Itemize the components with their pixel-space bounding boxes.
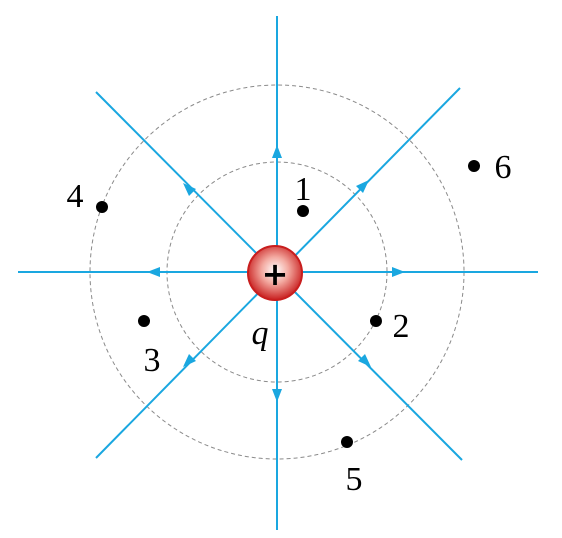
point-5-label: 5: [346, 461, 363, 498]
arrow-down-right-icon: [358, 354, 371, 367]
arrow-up-icon: [272, 145, 282, 158]
arrow-down-icon: [272, 389, 282, 402]
point-3-label: 3: [144, 342, 161, 379]
points: 1 2 3 4 5 6: [67, 149, 512, 498]
point-6-label: 6: [495, 149, 512, 186]
arrow-right-icon: [392, 267, 405, 277]
arrow-left-icon: [147, 267, 160, 277]
field-arrows: [147, 145, 405, 402]
charge-sphere: [247, 245, 303, 301]
point-3-dot: [138, 315, 150, 327]
point-2-label: 2: [393, 308, 410, 345]
point-6-dot: [468, 160, 480, 172]
arrow-down-left-icon: [183, 354, 196, 367]
point-4-label: 4: [67, 178, 84, 215]
point-2-dot: [370, 315, 382, 327]
point-charge: +: [247, 245, 303, 301]
point-5-dot: [341, 436, 353, 448]
point-1-label: 1: [295, 171, 312, 208]
point-1-dot: [297, 205, 309, 217]
point-4-dot: [96, 201, 108, 213]
arrow-up-left-icon: [183, 183, 196, 196]
charge-label: q: [252, 315, 269, 352]
charge-sign: +: [262, 255, 289, 293]
arrow-up-right-icon: [356, 180, 369, 193]
